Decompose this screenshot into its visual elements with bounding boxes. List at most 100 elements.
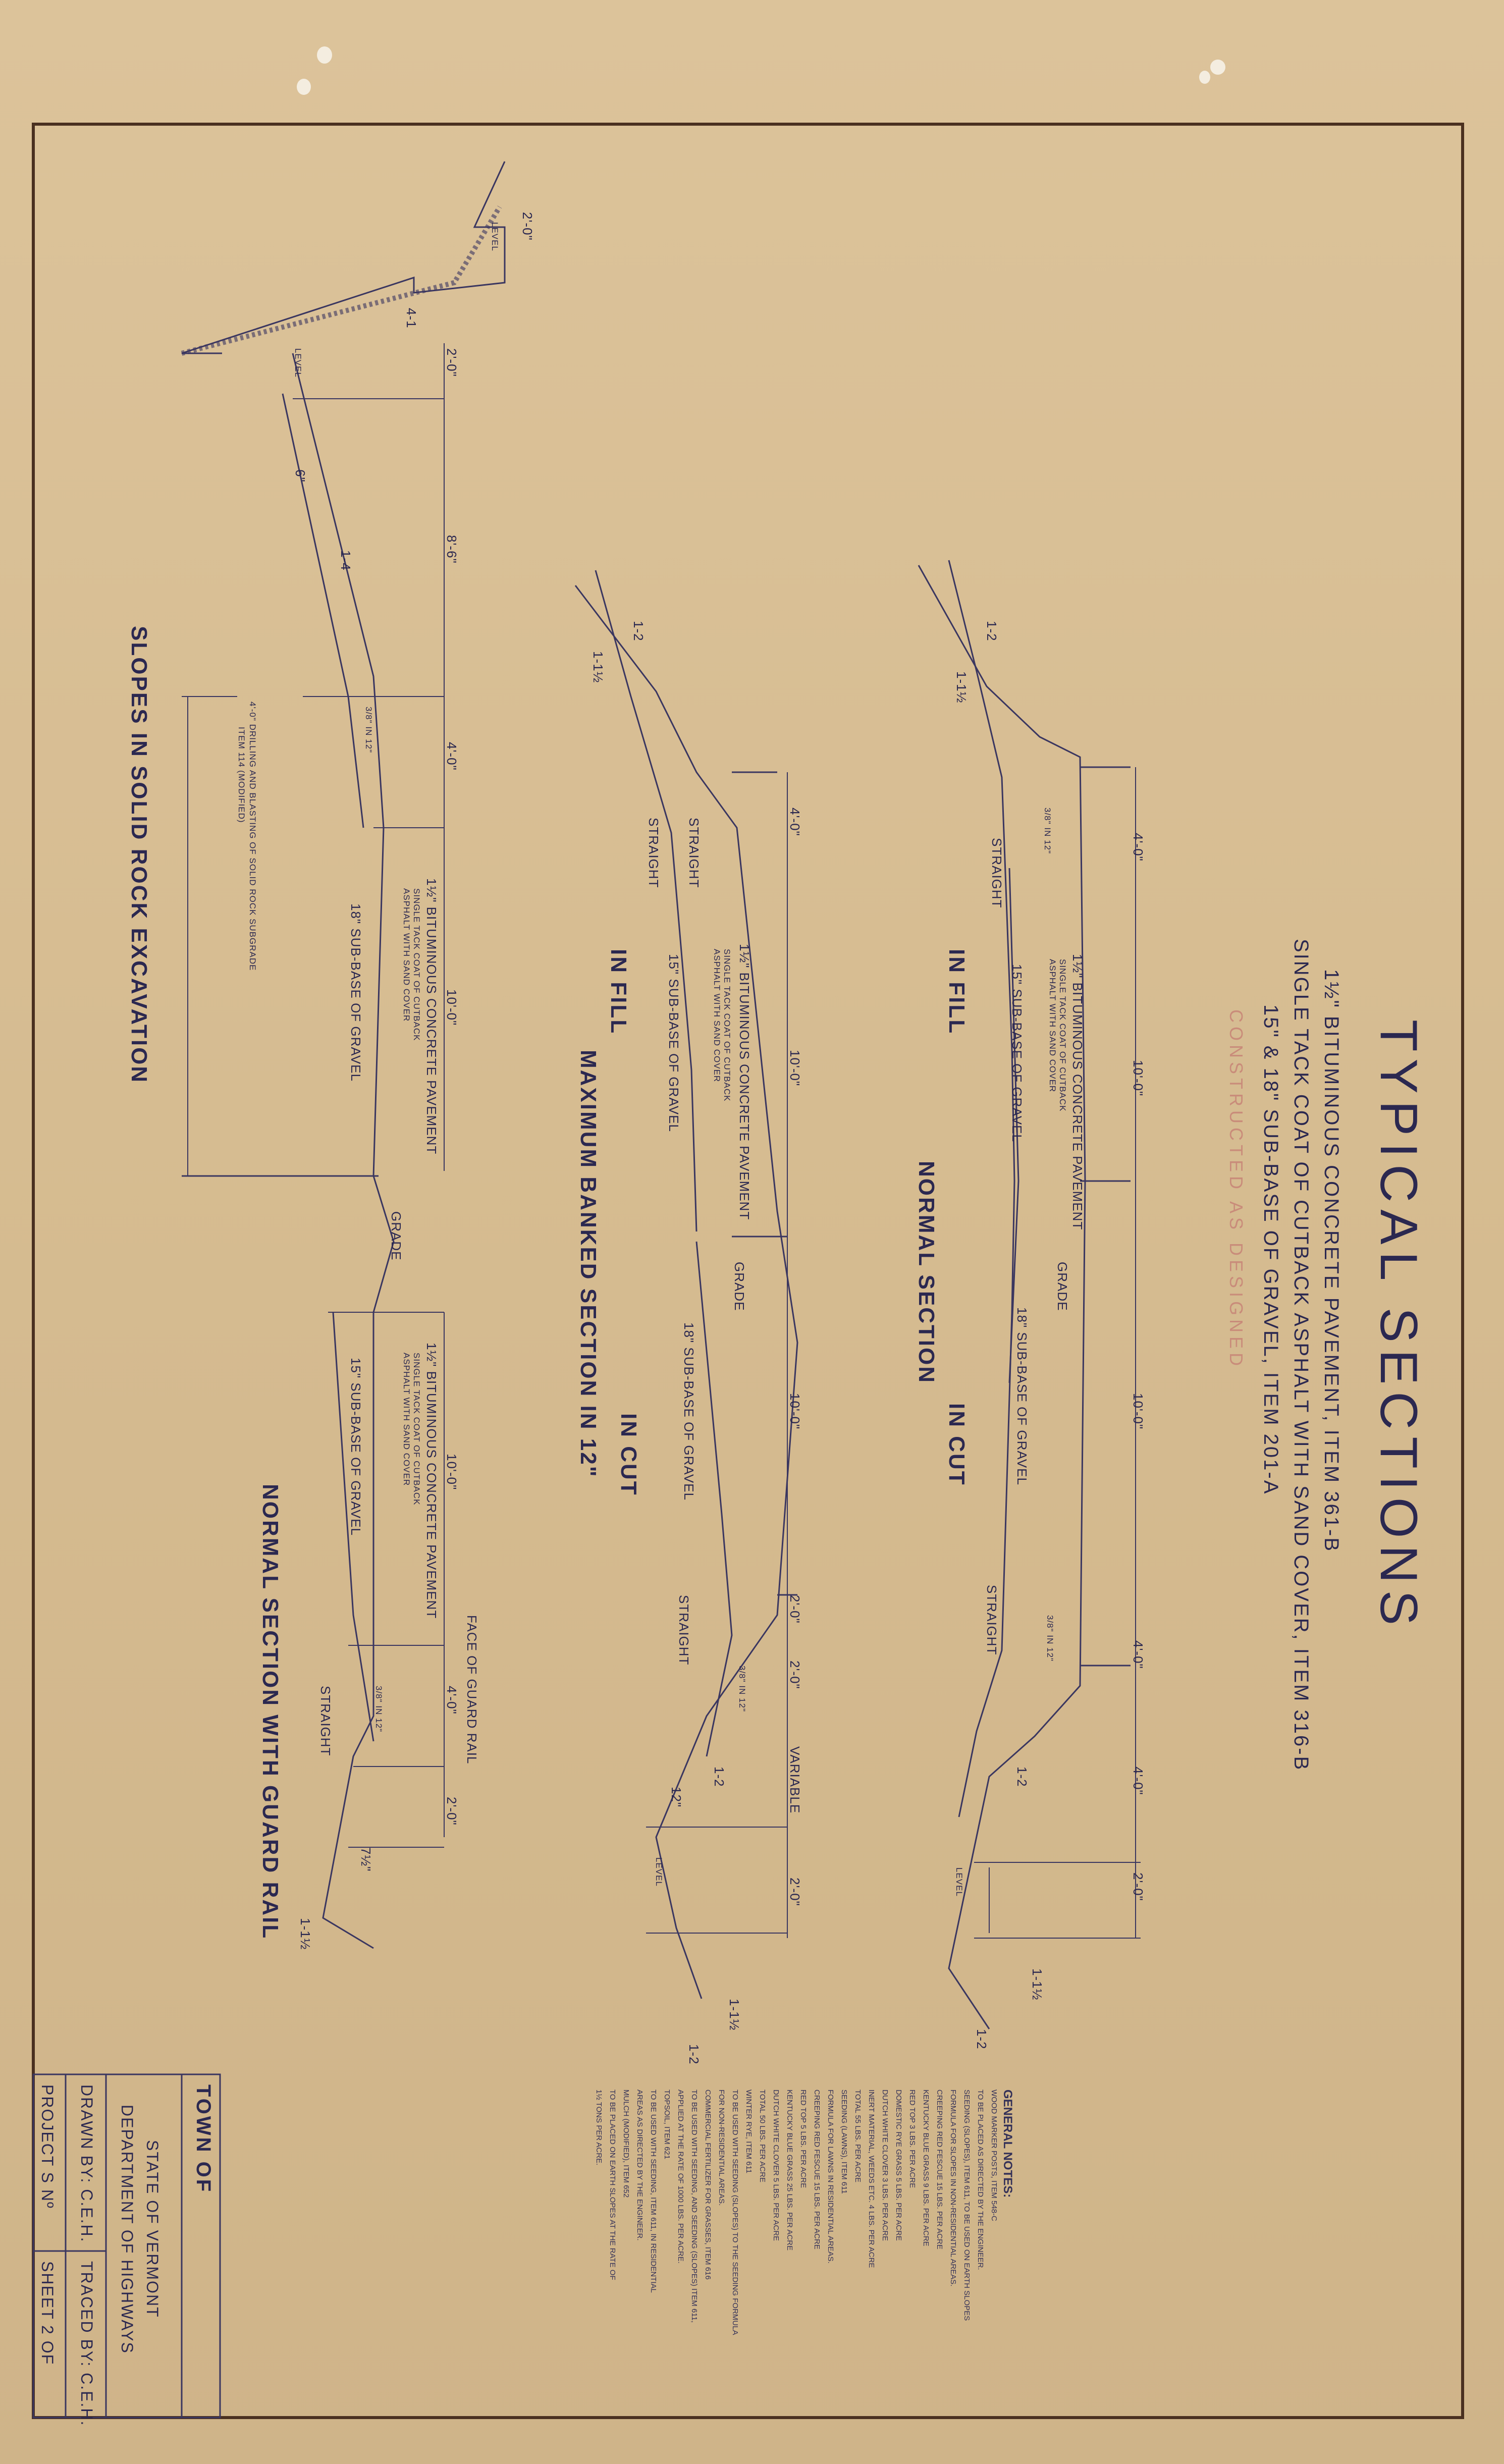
banked-slope-1-2-end: 1-2 — [686, 2044, 702, 2065]
title-block-department: DEPARTMENT OF HIGHWAYS — [118, 2105, 136, 2354]
normal-dim-3: 10'-0" — [1131, 1393, 1146, 1430]
note-line: COMMERCIAL FERTILIZER FOR GRASSES, ITEM … — [704, 2090, 712, 2280]
banked-section — [574, 570, 798, 1999]
guard-pavement-callout: 1½" BITUMINOUS CONCRETE PAVEMENT — [424, 1343, 439, 1619]
guard-rate: 3/8" IN 12" — [374, 1686, 384, 1733]
subtitle-line-3: 15" & 18" SUB-BASE OF GRAVEL, ITEM 201-A — [1260, 1004, 1282, 1495]
normal-tack-callout-1: SINGLE TACK COAT OF CUTBACK — [1058, 959, 1067, 1112]
banked-dim-7: 2'-0" — [787, 1878, 802, 1906]
rock-tack-callout-1: SINGLE TACK COAT OF CUTBACK — [412, 888, 421, 1041]
note-line: TO BE PLACED ON EARTH SLOPES AT THE RATE… — [608, 2090, 617, 2280]
note-line: AREAS AS DIRECTED BY THE ENGINEER. — [635, 2090, 644, 2241]
general-notes: GENERAL NOTES: WOOD MARKER POSTS, ITEM 5… — [592, 2090, 1014, 2335]
rock-section — [181, 161, 506, 1313]
note-line: TOTAL 50 LBS. PER ACRE — [758, 2090, 767, 2182]
banked-dim-2: 10'-0" — [787, 1050, 802, 1087]
banked-level: LEVEL — [654, 1857, 664, 1887]
banked-dim-4: 2'-0" — [787, 1595, 802, 1624]
banked-grade: GRADE — [732, 1262, 747, 1311]
note-line: WOOD MARKER POSTS, ITEM 548-C — [990, 2090, 998, 2221]
note-line: MULCH (MODIFIED), ITEM 652 — [622, 2090, 630, 2198]
title-block-state: STATE OF VERMONT — [143, 2140, 162, 2318]
sheet-border — [32, 123, 1464, 2419]
banked-slope-1-2-cut: 1-2 — [712, 1766, 727, 1787]
banked-pavement-callout: 1½" BITUMINOUS CONCRETE PAVEMENT — [737, 944, 752, 1220]
rock-dim-4: 4'-0" — [444, 742, 459, 771]
guard-tack-callout-1: SINGLE TACK COAT OF CUTBACK — [412, 1353, 421, 1506]
label-banked-in-cut: IN CUT — [616, 1413, 641, 1496]
banked-straight-3: STRAIGHT — [676, 1595, 691, 1666]
normal-dim-2: 10'-0" — [1131, 1060, 1146, 1097]
label-banked-section: MAXIMUM BANKED SECTION IN 12" — [576, 1050, 601, 1478]
normal-slope-1-1half: 1-1½ — [954, 671, 969, 704]
banked-dim-6: VARIABLE — [787, 1746, 802, 1814]
normal-dim-5: 4'-0" — [1131, 1766, 1146, 1795]
page-title: TYPICAL SECTIONS — [1369, 1020, 1428, 1633]
note-line: DUTCH WHITE CLOVER 3 LBS. PER ACRE — [881, 2090, 889, 2241]
label-normal-in-fill: IN FILL — [944, 949, 969, 1035]
banked-tack-callout-1: SINGLE TACK COAT OF CUTBACK — [722, 949, 732, 1102]
note-line: 1½ TONS PER ACRE. — [595, 2090, 603, 2166]
banked-subbase-18: 18" SUB-BASE OF GRAVEL — [681, 1322, 696, 1501]
note-line: RED TOP 3 LBS. PER ACRE — [908, 2090, 917, 2188]
rock-grade: GRADE — [389, 1211, 404, 1261]
label-guard-rail-section: NORMAL SECTION WITH GUARD RAIL — [258, 1484, 283, 1940]
guard-dim-1: 10'-0" — [444, 1454, 459, 1490]
note-line: SEEDING (LAWNS), ITEM 611 — [840, 2090, 848, 2194]
banked-dim-12: 12" — [669, 1787, 684, 1808]
normal-tack-callout-2: ASPHALT WITH SAND COVER — [1048, 959, 1057, 1093]
banked-dim-1: 4'-0" — [787, 808, 802, 836]
banked-slope-1-2: 1-2 — [631, 621, 646, 641]
normal-rate-2: 3/8" IN 12" — [1045, 1615, 1055, 1662]
rock-drilling-1: 4'-0" DRILLING AND BLASTING OF SOLID ROC… — [248, 702, 257, 971]
guard-subbase-15: 15" SUB-BASE OF GRAVEL — [348, 1358, 363, 1536]
note-line: CREEPING RED FESCUE 15 LBS. PER ACRE — [813, 2090, 821, 2249]
guard-dim-2: 4'-0" — [444, 1686, 459, 1715]
normal-dim-4: 4'-0" — [1131, 1640, 1146, 1669]
guard-dim-7half: 7½" — [358, 1847, 373, 1872]
label-normal-in-cut: IN CUT — [944, 1403, 969, 1486]
punch-hole — [297, 79, 311, 95]
title-block-traced-by: TRACED BY: C.E.H. — [78, 2261, 96, 2427]
note-line: RED TOP 5 LBS. PER ACRE — [799, 2090, 808, 2188]
rock-dim-2: 2'-0" — [444, 348, 459, 377]
banked-slope-1-1half-cut: 1-1½ — [727, 1999, 742, 2031]
normal-level: LEVEL — [954, 1867, 964, 1897]
note-line: TOPSOIL, ITEM 621 — [663, 2090, 671, 2160]
note-line: TO BE USED WITH SEEDING, AND SEEDING (SL… — [690, 2090, 699, 2323]
normal-slope-1-2-cut: 1-2 — [1014, 1766, 1030, 1787]
note-line: KENTUCKY BLUE GRASS 25 LBS. PER ACRE — [785, 2090, 794, 2251]
banked-rate: 3/8" IN 12" — [737, 1666, 747, 1712]
constructed-stamp: CONSTRUCTED AS DESIGNED — [1226, 1009, 1247, 1370]
title-block-project: PROJECT S Nº — [38, 2084, 57, 2209]
rock-dim-3: 8'-6" — [444, 535, 459, 564]
normal-pavement-callout: 1½" BITUMINOUS CONCRETE PAVEMENT — [1070, 954, 1085, 1230]
rock-subbase-18: 18" SUB-BASE OF GRAVEL — [348, 903, 363, 1082]
notes-heading: GENERAL NOTES: — [1001, 2090, 1014, 2198]
note-line: INERT MATERIAL, WEEDS ETC. 4 LBS. PER AC… — [867, 2090, 876, 2268]
note-line: KENTUCKY BLUE GRASS 9 LBS. PER ACRE — [922, 2090, 930, 2246]
punch-hole — [1199, 71, 1210, 84]
note-line: DOMESTIC RYE GRASS 5 LBS. PER ACRE — [894, 2090, 903, 2241]
rock-slope-1-4: 1-4 — [338, 550, 353, 571]
normal-straight-2: STRAIGHT — [984, 1585, 999, 1655]
note-line: APPLIED AT THE RATE OF 1000 LBS. PER ACR… — [676, 2090, 685, 2264]
normal-subbase-15: 15" SUB-BASE OF GRAVEL — [1009, 964, 1025, 1142]
rock-level-1: LEVEL — [490, 222, 500, 251]
rock-dim-6: 6" — [293, 469, 308, 483]
guard-slope-1-1half: 1-1½ — [298, 1918, 313, 1950]
note-line: CREEPING RED FESCUE 15 LBS. PER ACRE — [935, 2090, 944, 2249]
note-line: DUTCH WHITE CLOVER 5 LBS. PER ACRE — [772, 2090, 780, 2241]
rock-dim-5: 10'-0" — [444, 989, 459, 1026]
normal-subbase-18: 18" SUB-BASE OF GRAVEL — [1014, 1307, 1030, 1485]
rock-dim-1: 2'-0" — [520, 212, 535, 241]
punch-hole — [1210, 60, 1225, 75]
guard-straight: STRAIGHT — [318, 1686, 333, 1756]
normal-dim-1: 4'-0" — [1131, 833, 1146, 862]
note-line: TO BE USED WITH SEEDING, ITEM 611, IN RE… — [649, 2090, 658, 2293]
note-line: FORMULA FOR LAWNS IN RESIDENTIAL AREAS. — [826, 2090, 835, 2264]
note-line: FOR NON-RESIDENTIAL AREAS. — [717, 2090, 726, 2206]
normal-grade: GRADE — [1055, 1262, 1070, 1311]
